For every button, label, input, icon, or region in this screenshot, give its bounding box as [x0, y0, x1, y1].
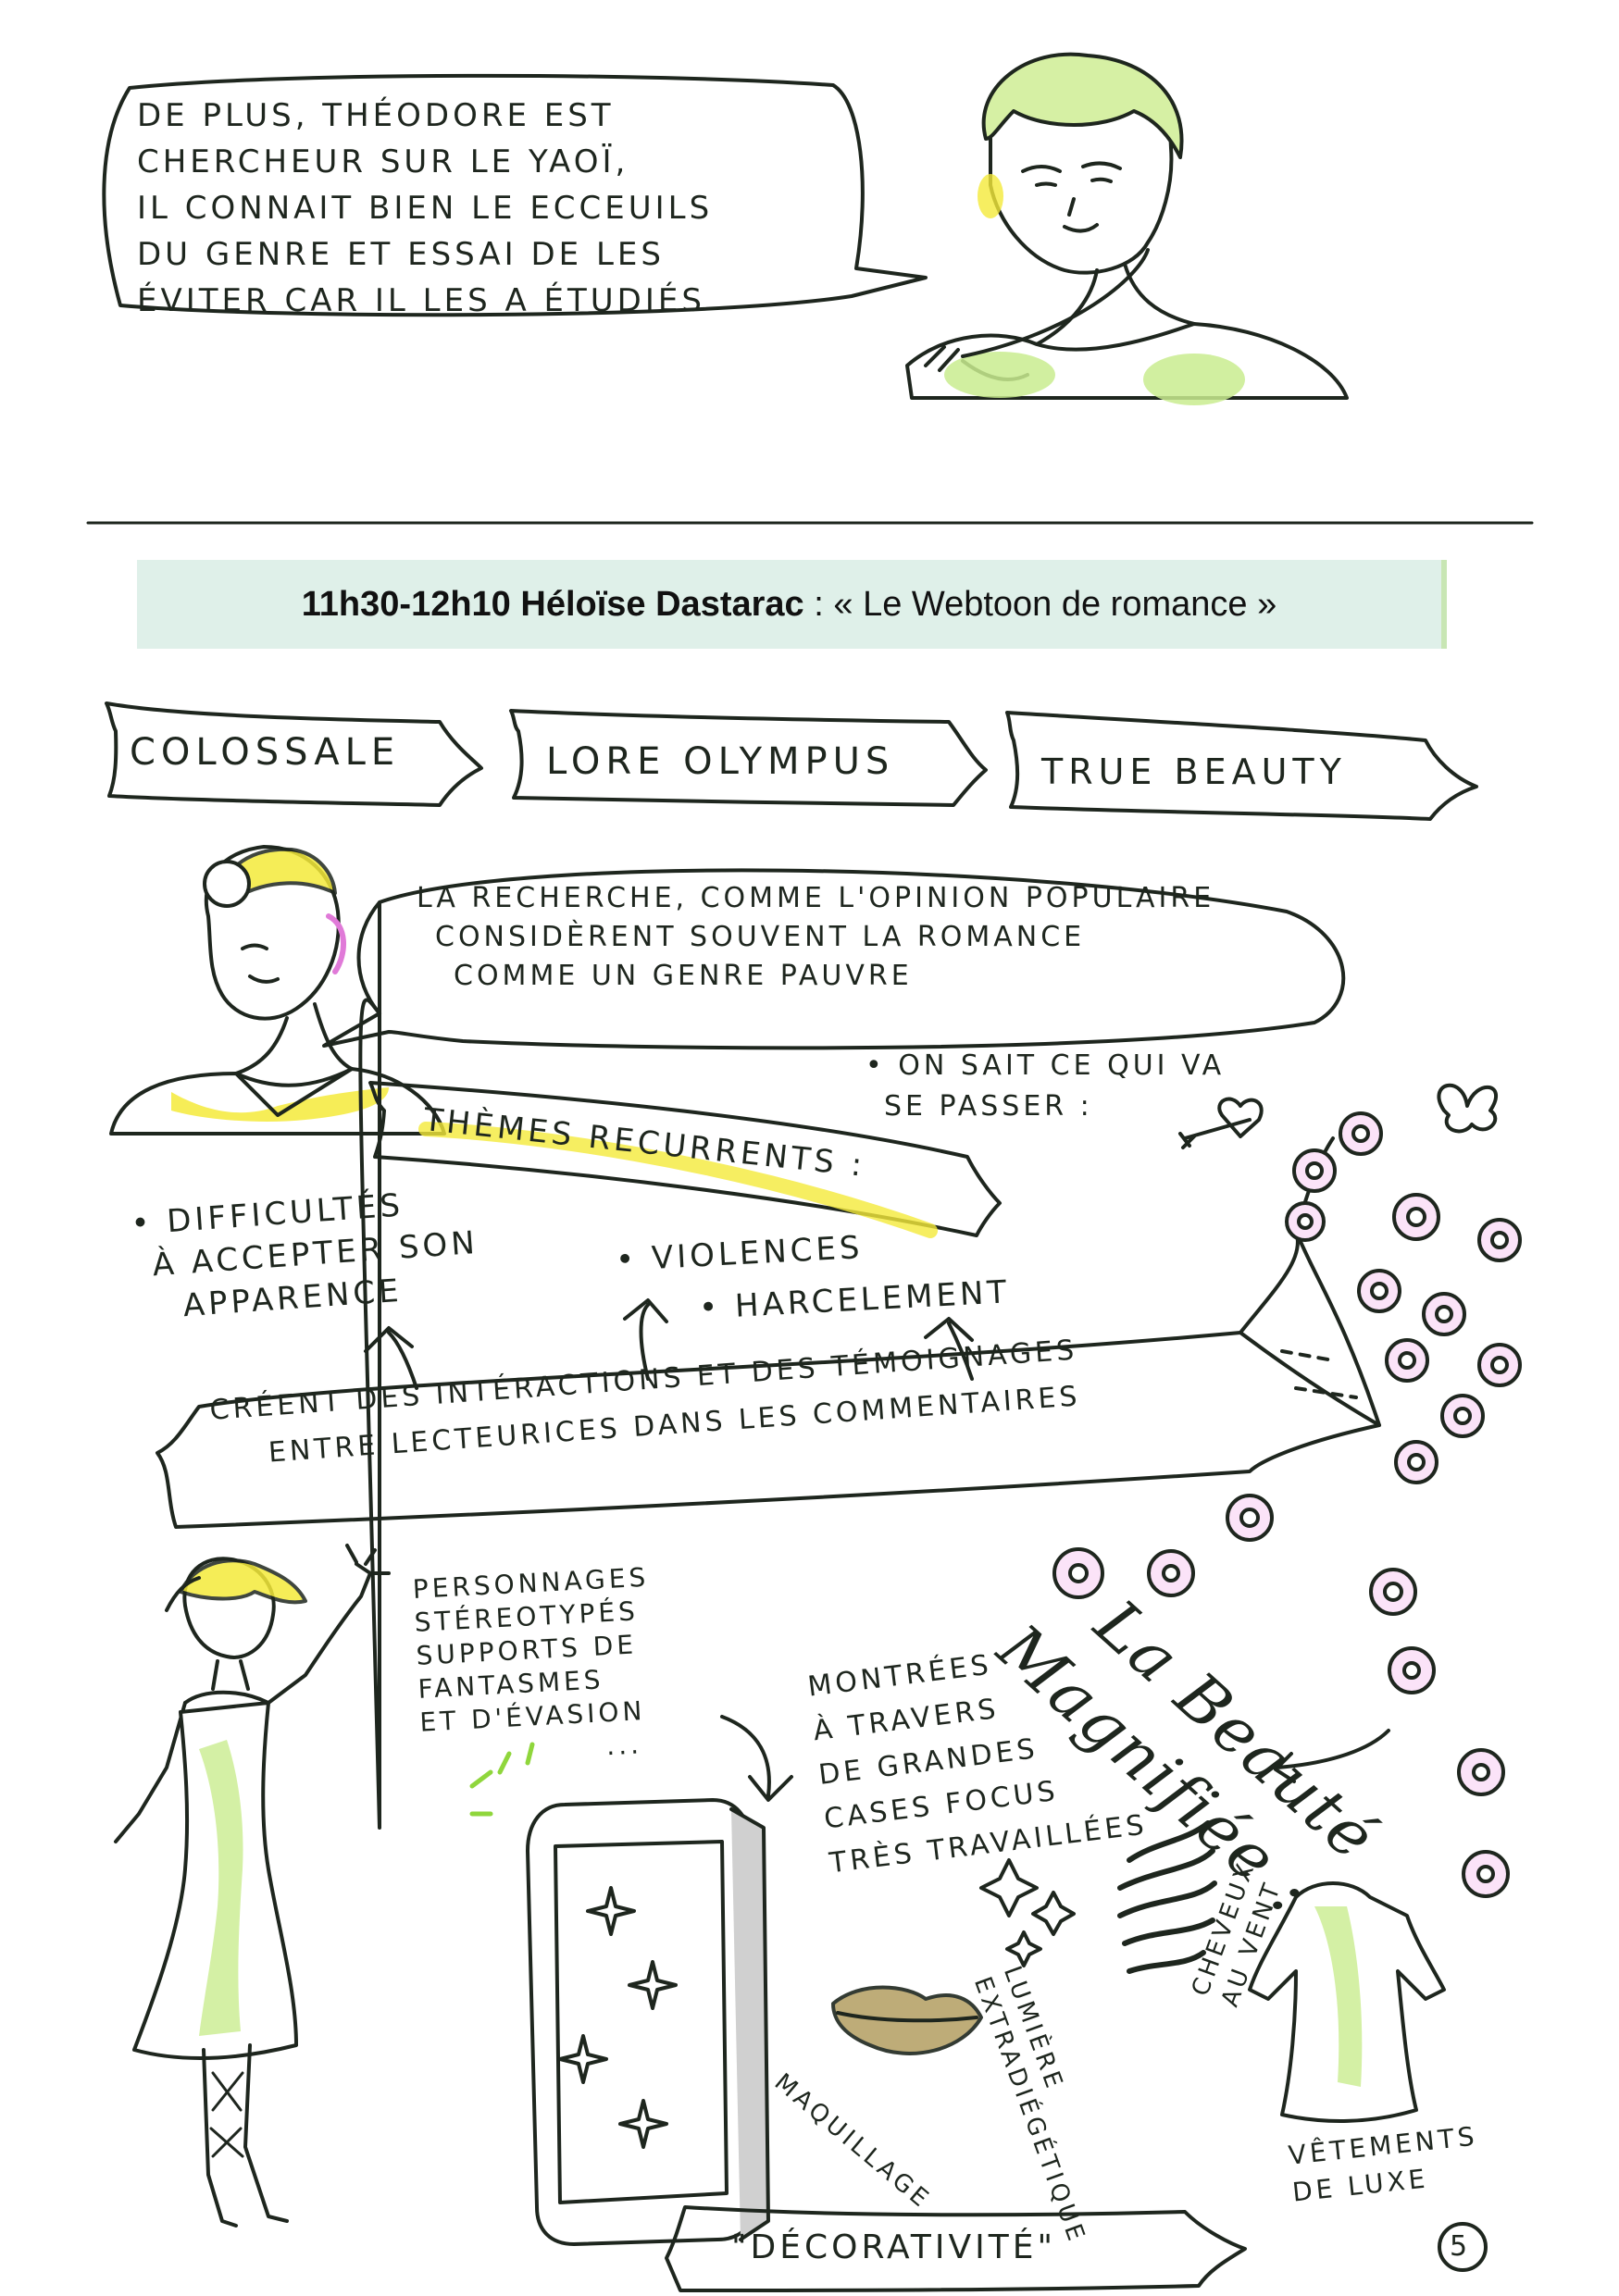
speech-top-line: ÉVITER CAR IL LES A ÉTUDIÉS — [137, 282, 705, 319]
speech-top-line: DE PLUS, THÉODORE EST — [137, 97, 615, 134]
phone-illustration — [469, 1742, 770, 2246]
speech-mid-line: COMME UN GENRE PAUVRE — [454, 960, 913, 992]
woman-in-dress — [114, 1544, 391, 2228]
banner-label-colossale: COLOSSALE — [130, 731, 401, 774]
speech-text-top: DE PLUS, THÉODORE EST CHERCHEUR SUR LE Y… — [137, 93, 713, 324]
arrow-up-right — [924, 1317, 974, 1381]
butterfly-doodle — [1437, 1083, 1498, 1134]
theme-appearance: • DIFFICULTÉS À ACCEPTER SON APPARENCE — [130, 1179, 482, 1331]
speech-mid-line: LA RECHERCHE, COMME L'OPINION POPULAIRE — [417, 882, 1215, 914]
banner-true-beauty — [1005, 711, 1478, 821]
session-time: 11h30-12h10 — [301, 584, 511, 624]
speech-top-line: IL CONNAIT BIEN LE ECCEUILS — [137, 190, 714, 227]
banner-colossale — [105, 701, 483, 807]
session-speaker: Héloïse Dastarac — [520, 584, 804, 624]
sparkles-icon — [979, 1858, 1076, 1967]
arrow-to-phone — [720, 1715, 793, 1802]
session-header: 11h30-12h10 Héloïse Dastarac : « Le Webt… — [137, 560, 1447, 649]
speech-top-line: DU GENRE ET ESSAI DE LES — [137, 236, 665, 273]
speech-mid-line: CONSIDÈRENT SOUVENT LA ROMANCE — [435, 921, 1086, 953]
speech-text-mid: LA RECHERCHE, COMME L'OPINION POPULAIRE … — [417, 879, 1214, 996]
page-number-circle — [1438, 2222, 1488, 2272]
session-title: « Le Webtoon de romance » — [833, 584, 1277, 624]
banner-themes — [368, 1081, 1002, 1237]
speech-bubble-top — [102, 73, 928, 317]
hair-waves-icon — [1117, 1820, 1217, 1974]
heart-arrow-doodle — [1178, 1097, 1264, 1149]
flower-cluster-right — [1052, 1111, 1522, 1898]
banner-label-true-beauty: TRUE BEAUTY — [1041, 751, 1347, 792]
banner-lore-olympus — [509, 709, 988, 807]
decorativite-label: "DÉCORATIVITÉ" — [731, 2228, 1057, 2266]
note-line: • ON SAIT CE QUI VA — [866, 1049, 1226, 1082]
speech-top-line: CHERCHEUR SUR LE YAOÏ, — [137, 143, 629, 180]
note-predictable: • ON SAIT CE QUI VA SE PASSER : — [866, 1046, 1225, 1127]
banner-decorativite — [665, 2205, 1247, 2292]
page-number: 5 — [1450, 2230, 1468, 2263]
banner-interactions — [156, 1331, 1381, 1529]
characters-line: ... — [605, 1729, 643, 1762]
characters-note: PERSONNAGES STÉREOTYPÉS SUPPORTS DE FANT… — [412, 1561, 659, 1773]
theodore-portrait — [905, 52, 1349, 405]
session-separator: : — [803, 584, 834, 624]
speech-bubble-mid — [322, 868, 1346, 1830]
arrow-beauty — [1274, 1729, 1390, 1783]
heloise-portrait — [109, 845, 446, 1136]
arrow-up-mid — [623, 1298, 668, 1381]
banner-label-lore-olympus: LORE OLYMPUS — [546, 740, 895, 783]
arrow-up-left — [364, 1326, 418, 1390]
note-line: SE PASSER : — [884, 1090, 1093, 1123]
